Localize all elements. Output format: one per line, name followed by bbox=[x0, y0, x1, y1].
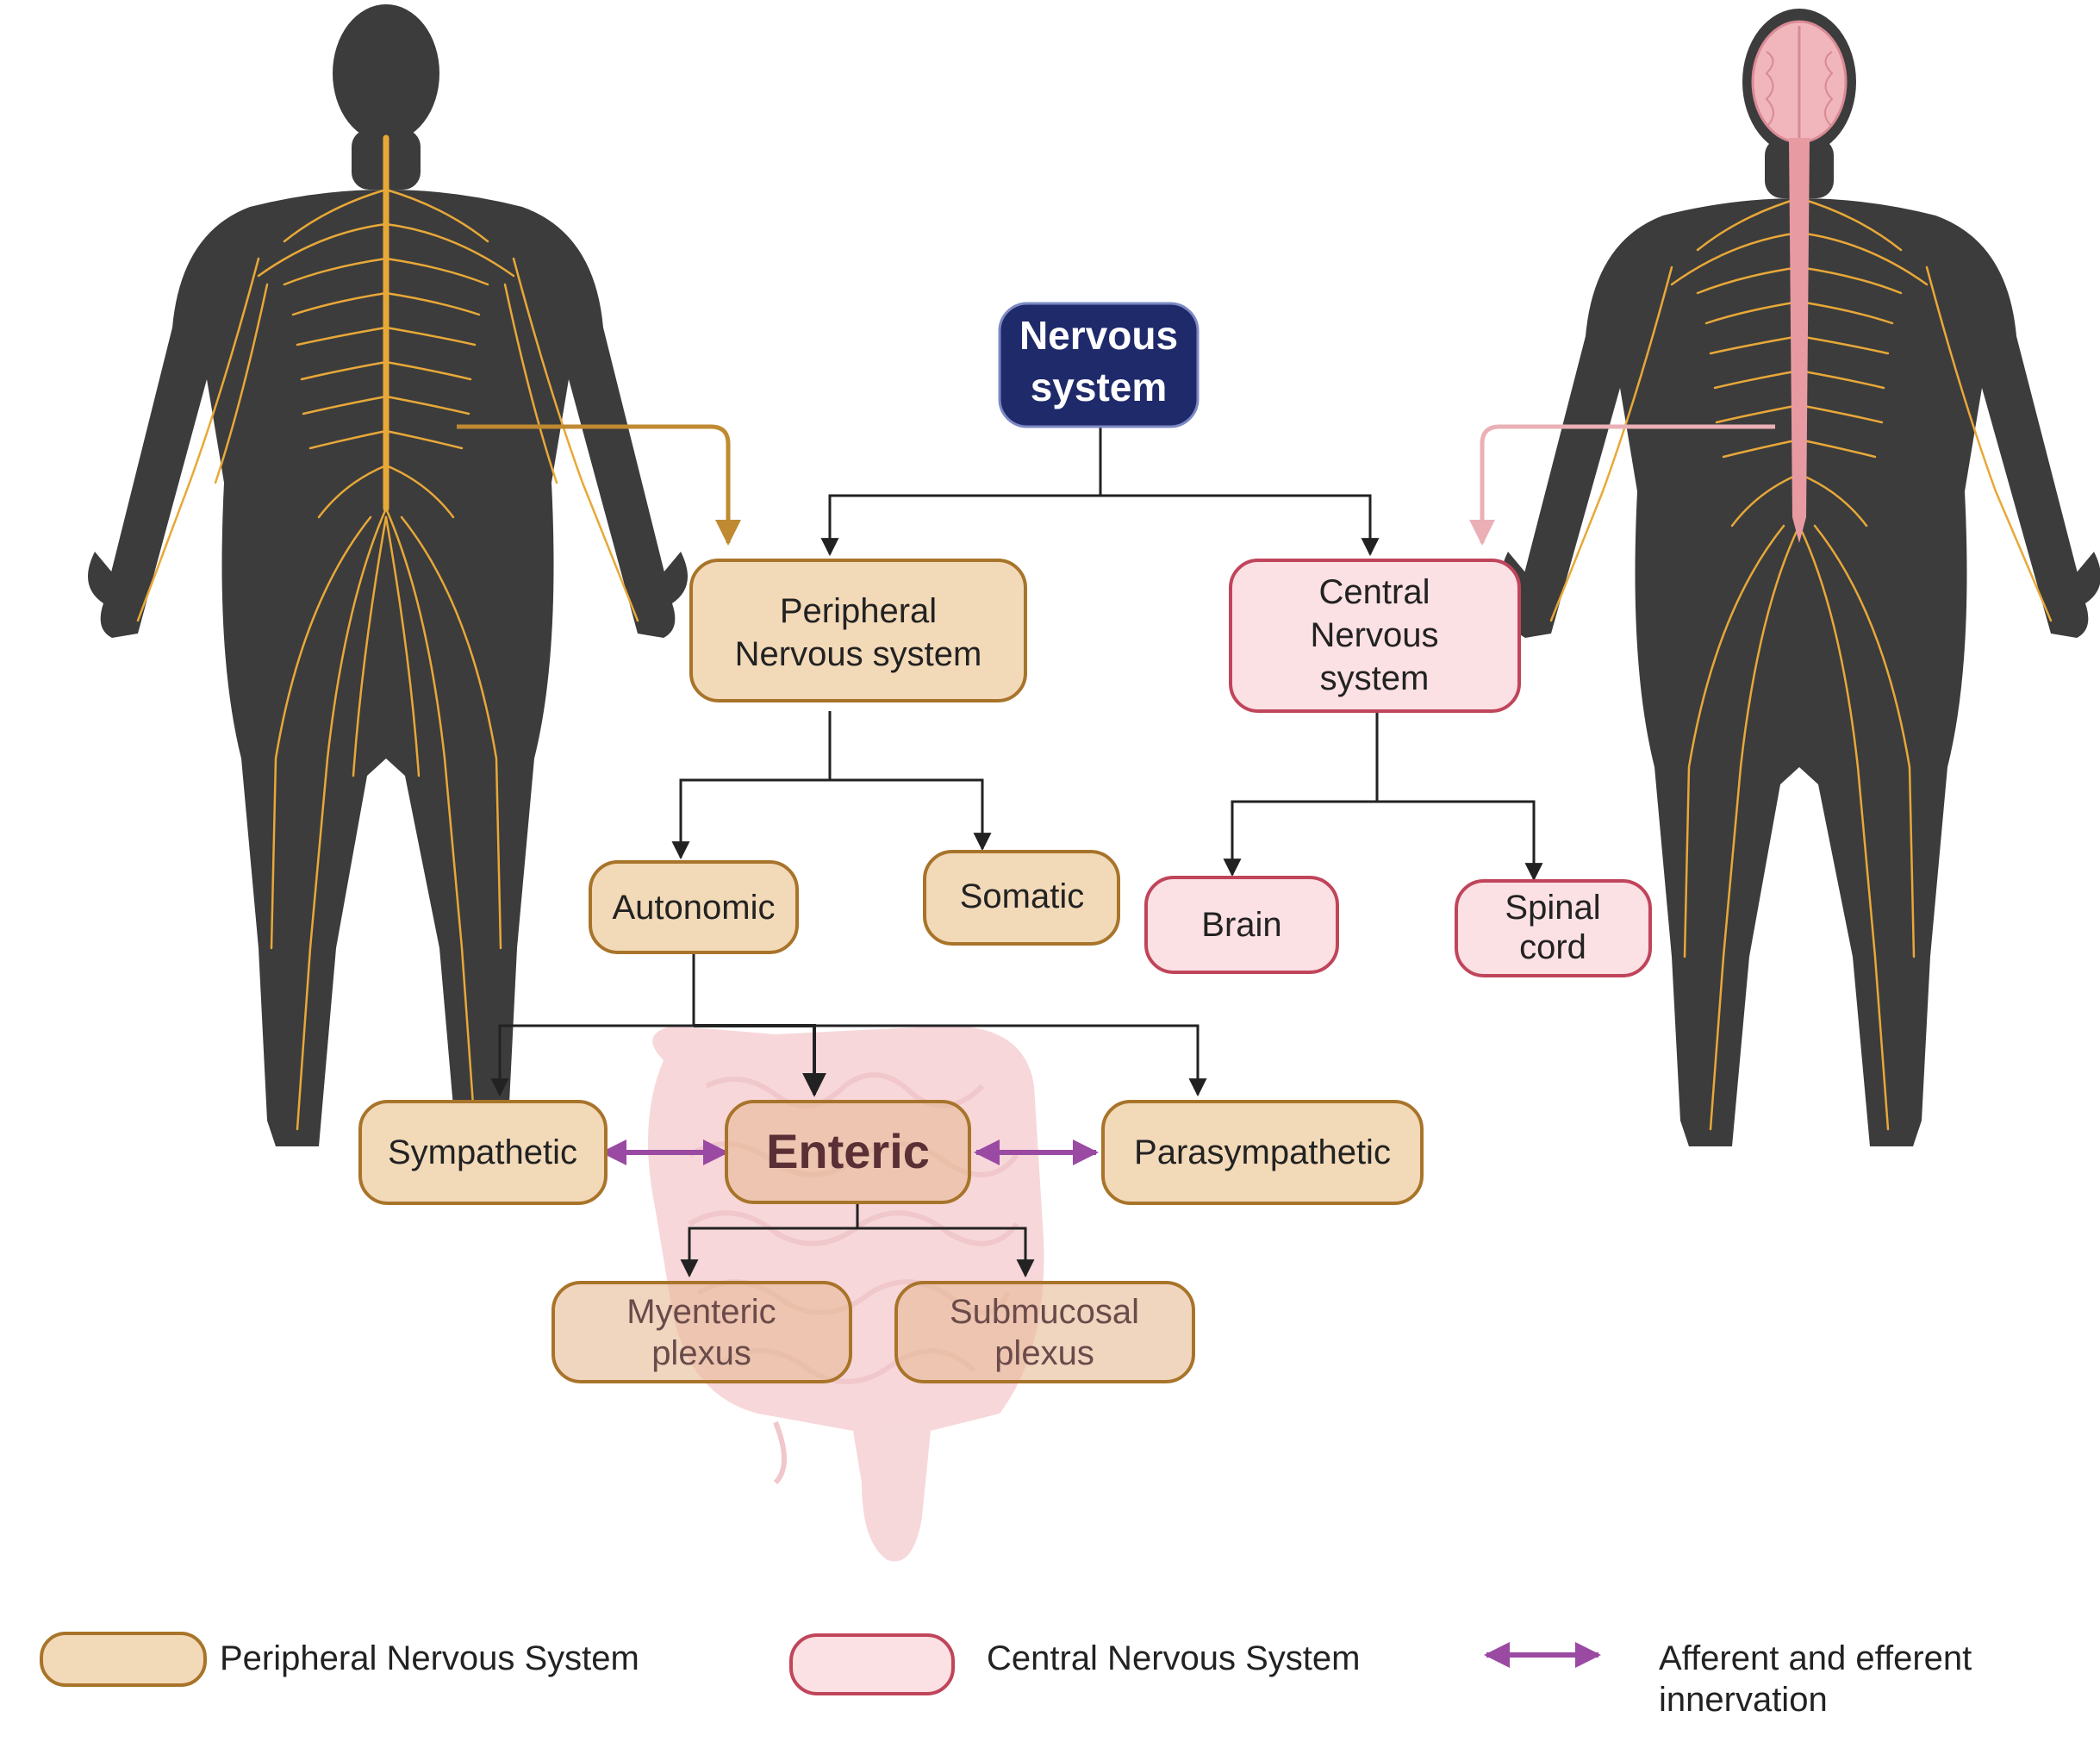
node-central-line3: system bbox=[1320, 659, 1430, 697]
node-enteric-label: Enteric bbox=[766, 1124, 930, 1178]
node-central-line1: Central bbox=[1319, 573, 1430, 611]
node-nervous-system-line2: system bbox=[1031, 365, 1168, 409]
human-body-pns-figure bbox=[88, 4, 688, 1146]
connectors bbox=[457, 424, 1775, 1278]
legend-pns: Peripheral Nervous System bbox=[40, 1632, 639, 1687]
node-autonomic: Autonomic bbox=[589, 860, 799, 954]
node-nervous-system-line1: Nervous bbox=[1019, 313, 1178, 358]
node-spinal-cord-line1: Spinal bbox=[1505, 889, 1600, 927]
node-somatic-label: Somatic bbox=[960, 877, 1085, 915]
node-sympathetic-label: Sympathetic bbox=[388, 1133, 577, 1171]
node-central-nervous-system: Central Nervous system bbox=[1229, 559, 1521, 713]
node-submucosal-line2: plexus bbox=[994, 1334, 1094, 1372]
node-submucosal-plexus: Submucosal plexus bbox=[894, 1281, 1195, 1383]
node-parasympathetic: Parasympathetic bbox=[1101, 1100, 1424, 1205]
legend-cns-label: Central Nervous System bbox=[987, 1639, 1360, 1677]
node-sympathetic: Sympathetic bbox=[358, 1100, 608, 1205]
node-myenteric-line2: plexus bbox=[651, 1334, 751, 1372]
node-spinal-cord: Spinal cord bbox=[1455, 879, 1652, 977]
human-body-cns-figure bbox=[1501, 9, 2100, 1146]
node-nervous-system: Nervous system bbox=[998, 302, 1200, 428]
node-peripheral-line1: Peripheral bbox=[780, 592, 937, 630]
node-autonomic-label: Autonomic bbox=[613, 889, 776, 927]
legend: Peripheral Nervous System Central Nervou… bbox=[40, 1632, 1972, 1719]
node-myenteric-line1: Myenteric bbox=[626, 1293, 776, 1331]
node-submucosal-line1: Submucosal bbox=[950, 1293, 1139, 1331]
legend-arrow-line2: innervation bbox=[1659, 1681, 1828, 1719]
legend-pns-label: Peripheral Nervous System bbox=[220, 1639, 639, 1677]
node-brain-label: Brain bbox=[1201, 906, 1281, 944]
node-somatic: Somatic bbox=[923, 850, 1120, 946]
brain-icon bbox=[1751, 20, 1848, 144]
node-peripheral-nervous-system: Peripheral Nervous system bbox=[689, 559, 1027, 702]
legend-pns-swatch bbox=[40, 1632, 207, 1687]
node-enteric: Enteric bbox=[725, 1100, 971, 1204]
node-peripheral-line2: Nervous system bbox=[735, 635, 982, 673]
node-brain: Brain bbox=[1144, 876, 1339, 974]
legend-arrow: Afferent and efferent innervation bbox=[1484, 1639, 1972, 1719]
legend-cns-swatch bbox=[789, 1633, 955, 1695]
legend-cns: Central Nervous System bbox=[789, 1633, 1360, 1695]
node-parasympathetic-label: Parasympathetic bbox=[1134, 1133, 1391, 1171]
spinal-cord-shape bbox=[1789, 138, 1810, 543]
node-central-line2: Nervous bbox=[1311, 616, 1439, 654]
legend-arrow-line1: Afferent and efferent bbox=[1659, 1639, 1972, 1677]
node-spinal-cord-line2: cord bbox=[1519, 928, 1586, 966]
node-myenteric-plexus: Myenteric plexus bbox=[551, 1281, 852, 1383]
